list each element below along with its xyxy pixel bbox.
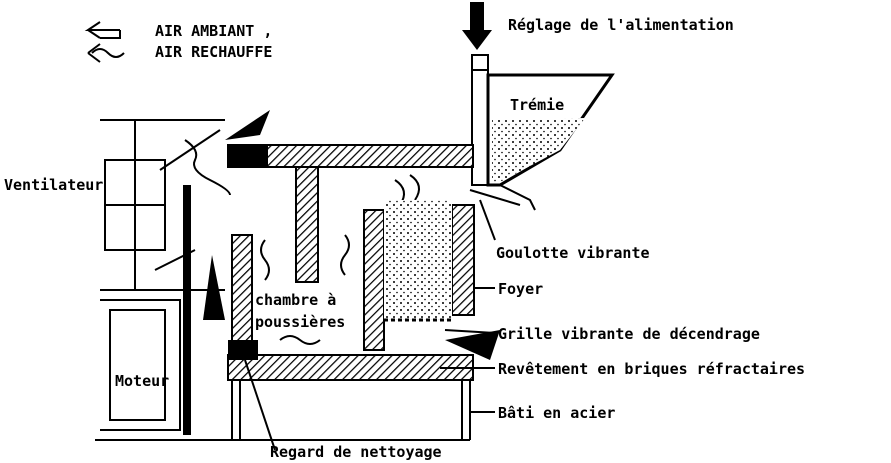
vibrating-chute-label: Goulotte vibrante — [496, 244, 650, 262]
legend: AIR AMBIANT , AIR RECHAUFFE — [84, 21, 272, 63]
leader-lines — [244, 199, 496, 451]
heated-air-arrow-icon — [87, 43, 125, 63]
legend-heated-air: AIR RECHAUFFE — [155, 43, 272, 61]
fan-air-arrow-icon — [203, 255, 225, 320]
hopper — [469, 54, 615, 211]
fan-label: Ventilateur — [4, 176, 103, 194]
dust-chamber-label-2: poussières — [255, 313, 345, 331]
hopper-label: Trémie — [510, 96, 564, 114]
ambient-air-arrow-icon — [84, 21, 121, 39]
grate-air-arrow-icon — [445, 330, 500, 360]
dust-chamber-label-1: chambre à — [255, 291, 336, 309]
steel-frame — [231, 380, 471, 440]
refractory-lining — [227, 144, 475, 381]
feed-control-label: Réglage de l'alimentation — [508, 16, 734, 34]
legend-ambient-air: AIR AMBIANT , — [155, 22, 272, 40]
steel-frame-label: Bâti en acier — [498, 404, 615, 422]
feed-control-arrow-icon — [462, 2, 492, 50]
ash-grate-label: Grille vibrante de décendrage — [498, 325, 760, 343]
ambient-air-inlet-arrow-icon — [225, 110, 270, 140]
motor-label: Moteur — [115, 372, 169, 390]
fan-housing — [95, 119, 470, 441]
furnace-label: Foyer — [498, 280, 543, 298]
refractory-lining-label: Revêtement en briques réfractaires — [498, 360, 805, 378]
cleaning-hatch-label: Regard de nettoyage — [270, 443, 442, 461]
